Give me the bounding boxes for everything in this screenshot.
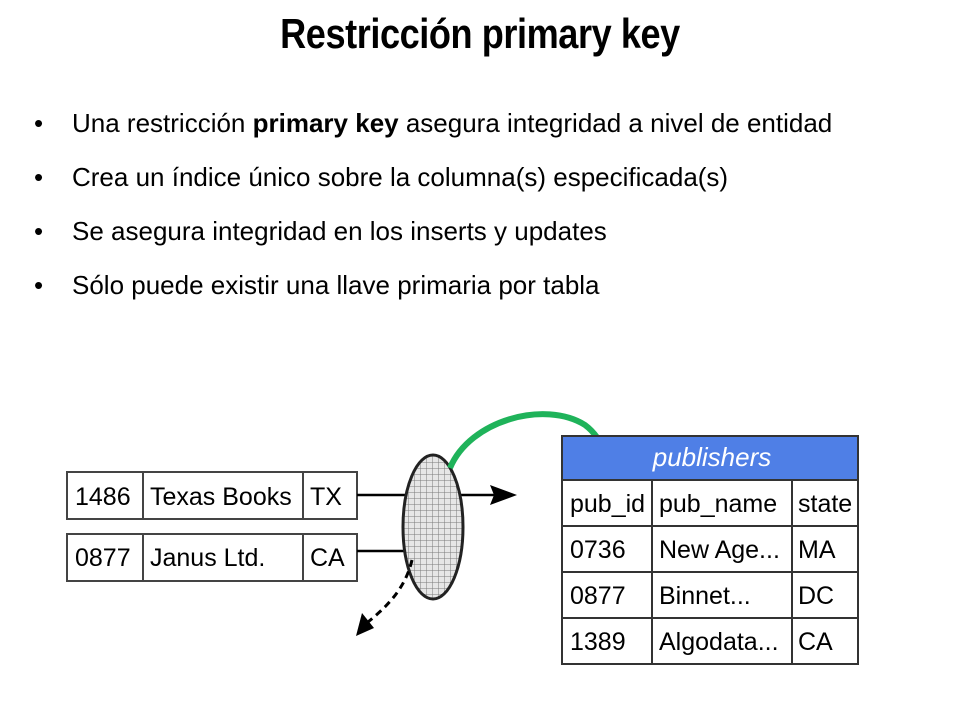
- bullet-item: • Se asegura integridad en los inserts y…: [30, 212, 910, 250]
- bullet-item: • Crea un índice único sobre la columna(…: [30, 158, 910, 196]
- input-row-1-state: TX: [310, 483, 342, 511]
- table-cell: Algodata...: [659, 628, 779, 656]
- table-header: [561, 435, 859, 481]
- input-row-2-name: Janus Ltd.: [150, 544, 265, 572]
- table-cell: 1389: [570, 628, 626, 656]
- table-cell: DC: [798, 582, 834, 610]
- input-row-1-id: 1486: [75, 483, 131, 511]
- bullet-item: • Una restricción primary key asegura in…: [30, 104, 910, 142]
- input-row-2-id: 0877: [75, 544, 131, 572]
- table-cell: 0736: [570, 536, 626, 564]
- table-name: publishers: [652, 442, 772, 472]
- input-row-2: 0877 Janus Ltd. CA: [66, 533, 358, 582]
- bullet-dot: •: [34, 108, 44, 138]
- unique-index-filter: [401, 453, 465, 601]
- bullet-text: Crea un índice único sobre la columna(s)…: [72, 162, 729, 192]
- input-row-1: 1486 Texas Books TX: [66, 471, 358, 520]
- insert-arrowhead: [490, 485, 517, 505]
- bullet-dot: •: [34, 216, 44, 246]
- publishers-table: publishers pub_id pub_name state 0736 Ne…: [561, 435, 859, 665]
- table-cell: CA: [798, 628, 833, 656]
- bullet-item: • Sólo puede existir una llave primaria …: [30, 266, 910, 304]
- page-title: Restricción primary key: [280, 10, 680, 57]
- column-header-pub-id: pub_id: [570, 490, 645, 518]
- column-header-pub-name: pub_name: [659, 490, 777, 518]
- bullet-dot: •: [34, 162, 44, 192]
- bullet-dot: •: [34, 270, 44, 300]
- bullet-bold-text: primary key: [252, 108, 399, 138]
- table-cell: 0877: [570, 582, 626, 610]
- rejected-arrowhead: [356, 613, 374, 636]
- table-cell: Binnet...: [659, 582, 751, 610]
- table-cell: New Age...: [659, 536, 780, 564]
- input-row-2-state: CA: [310, 544, 345, 572]
- bullet-text: Sólo puede existir una llave primaria po…: [72, 270, 600, 300]
- column-header-state: state: [798, 490, 852, 518]
- bullet-list: • Una restricción primary key asegura in…: [30, 104, 910, 320]
- rejected-dashed-arrow: [367, 559, 414, 624]
- input-row-1-name: Texas Books: [150, 483, 292, 511]
- input-row-2-border: [66, 533, 358, 582]
- bullet-text-end: asegura integridad a nivel de entidad: [398, 108, 833, 138]
- table-cell: MA: [798, 536, 836, 564]
- bullet-text: Se asegura integridad en los inserts y u…: [72, 216, 607, 246]
- bullet-text: Una restricción: [72, 108, 253, 138]
